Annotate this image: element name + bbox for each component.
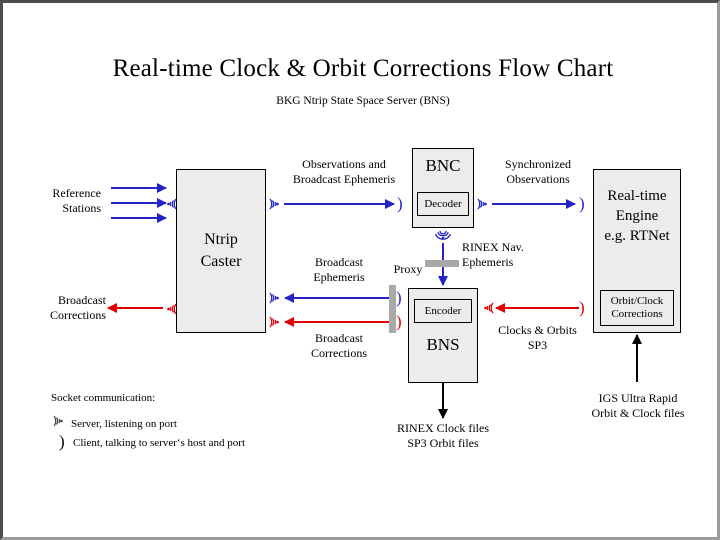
- socket-server-icon: [267, 289, 283, 307]
- socket-server-icon: [267, 195, 283, 213]
- label-synchronized-observations: Synchronized Observations: [505, 157, 571, 186]
- socket-client-icon: ): [579, 194, 585, 213]
- arrow-observations-to-bnc: [284, 199, 395, 209]
- label-rinex-nav-ephemeris: RINEX Nav. Ephemeris: [462, 240, 524, 269]
- label-igs-ultra-rapid: IGS Ultra Rapid Orbit & Clock files: [591, 391, 685, 420]
- page-title: Real-time Clock & Orbit Corrections Flow…: [112, 55, 614, 82]
- socket-client-icon: ): [397, 194, 403, 213]
- label-broadcast-ephemeris: Broadcast Ephemeris: [313, 255, 365, 284]
- box-ntrip-caster-title: Ntrip Caster: [200, 231, 242, 270]
- socket-server-icon: [480, 299, 496, 317]
- socket-client-icon: ): [579, 298, 585, 317]
- socket-server-icon: [475, 195, 491, 213]
- label-broadcast-corrections-left: Broadcast Corrections: [50, 293, 106, 322]
- box-bnc-decoder[interactable]: Decoder: [417, 192, 469, 216]
- socket-server-icon: [163, 195, 179, 213]
- label-clocks-and-orbits-sp3: Clocks & Orbits SP3: [498, 323, 577, 352]
- arrow-broadcast-corrections-to-caster: [284, 317, 394, 327]
- socket-server-icon: [51, 412, 67, 430]
- label-observations-and-broadcast-ephemeris: Observations and Broadcast Ephemeris: [292, 157, 396, 186]
- box-ntrip-caster[interactable]: Ntrip Caster: [176, 169, 266, 333]
- page-subtitle: BKG Ntrip State Space Server (BNS): [276, 95, 450, 107]
- label-proxy: Proxy: [393, 262, 423, 276]
- arrow-bns-to-files: [438, 383, 448, 419]
- arrow-ref-station-1: [111, 183, 167, 193]
- box-bns-encoder[interactable]: Encoder: [414, 299, 472, 323]
- label-reference-stations: Reference Stations: [52, 186, 101, 215]
- legend-heading: Socket communication:: [51, 392, 156, 404]
- arrow-igs-to-engine: [632, 334, 642, 382]
- socket-client-icon: ): [396, 288, 402, 307]
- arrow-ref-station-3: [111, 213, 167, 223]
- arrow-sync-observations-to-engine: [492, 199, 576, 209]
- box-realtime-engine-title: Real-time Engine e.g. RTNet: [604, 188, 670, 244]
- proxy-bar-vertical: [425, 260, 459, 267]
- socket-server-icon: [163, 300, 179, 318]
- label-rinex-clock-sp3-files: RINEX Clock files SP3 Orbit files: [397, 421, 489, 450]
- socket-server-icon: [267, 313, 283, 331]
- box-bnc-title: BNC: [425, 156, 461, 175]
- arrow-clocks-orbits-to-bns: [495, 303, 579, 313]
- label-broadcast-corrections-mid: Broadcast Corrections: [311, 331, 367, 360]
- arrow-ref-station-2: [111, 198, 167, 208]
- legend-client-label: Client, talking to server‘s host and por…: [73, 437, 245, 449]
- box-bnc[interactable]: BNC: [412, 148, 474, 228]
- arrow-broadcast-ephemeris-to-caster: [284, 293, 394, 303]
- arrow-broadcast-corrections-out: [107, 303, 163, 313]
- socket-server-icon: [433, 231, 452, 249]
- legend-server-label: Server, listening on port: [71, 418, 177, 430]
- socket-client-icon: ): [59, 432, 65, 451]
- box-orbit-clock-corrections[interactable]: Orbit/Clock Corrections: [600, 290, 674, 326]
- socket-client-icon: ): [396, 312, 402, 331]
- box-bns-title: BNS: [426, 335, 460, 354]
- proxy-bar-horizontal: [389, 285, 396, 333]
